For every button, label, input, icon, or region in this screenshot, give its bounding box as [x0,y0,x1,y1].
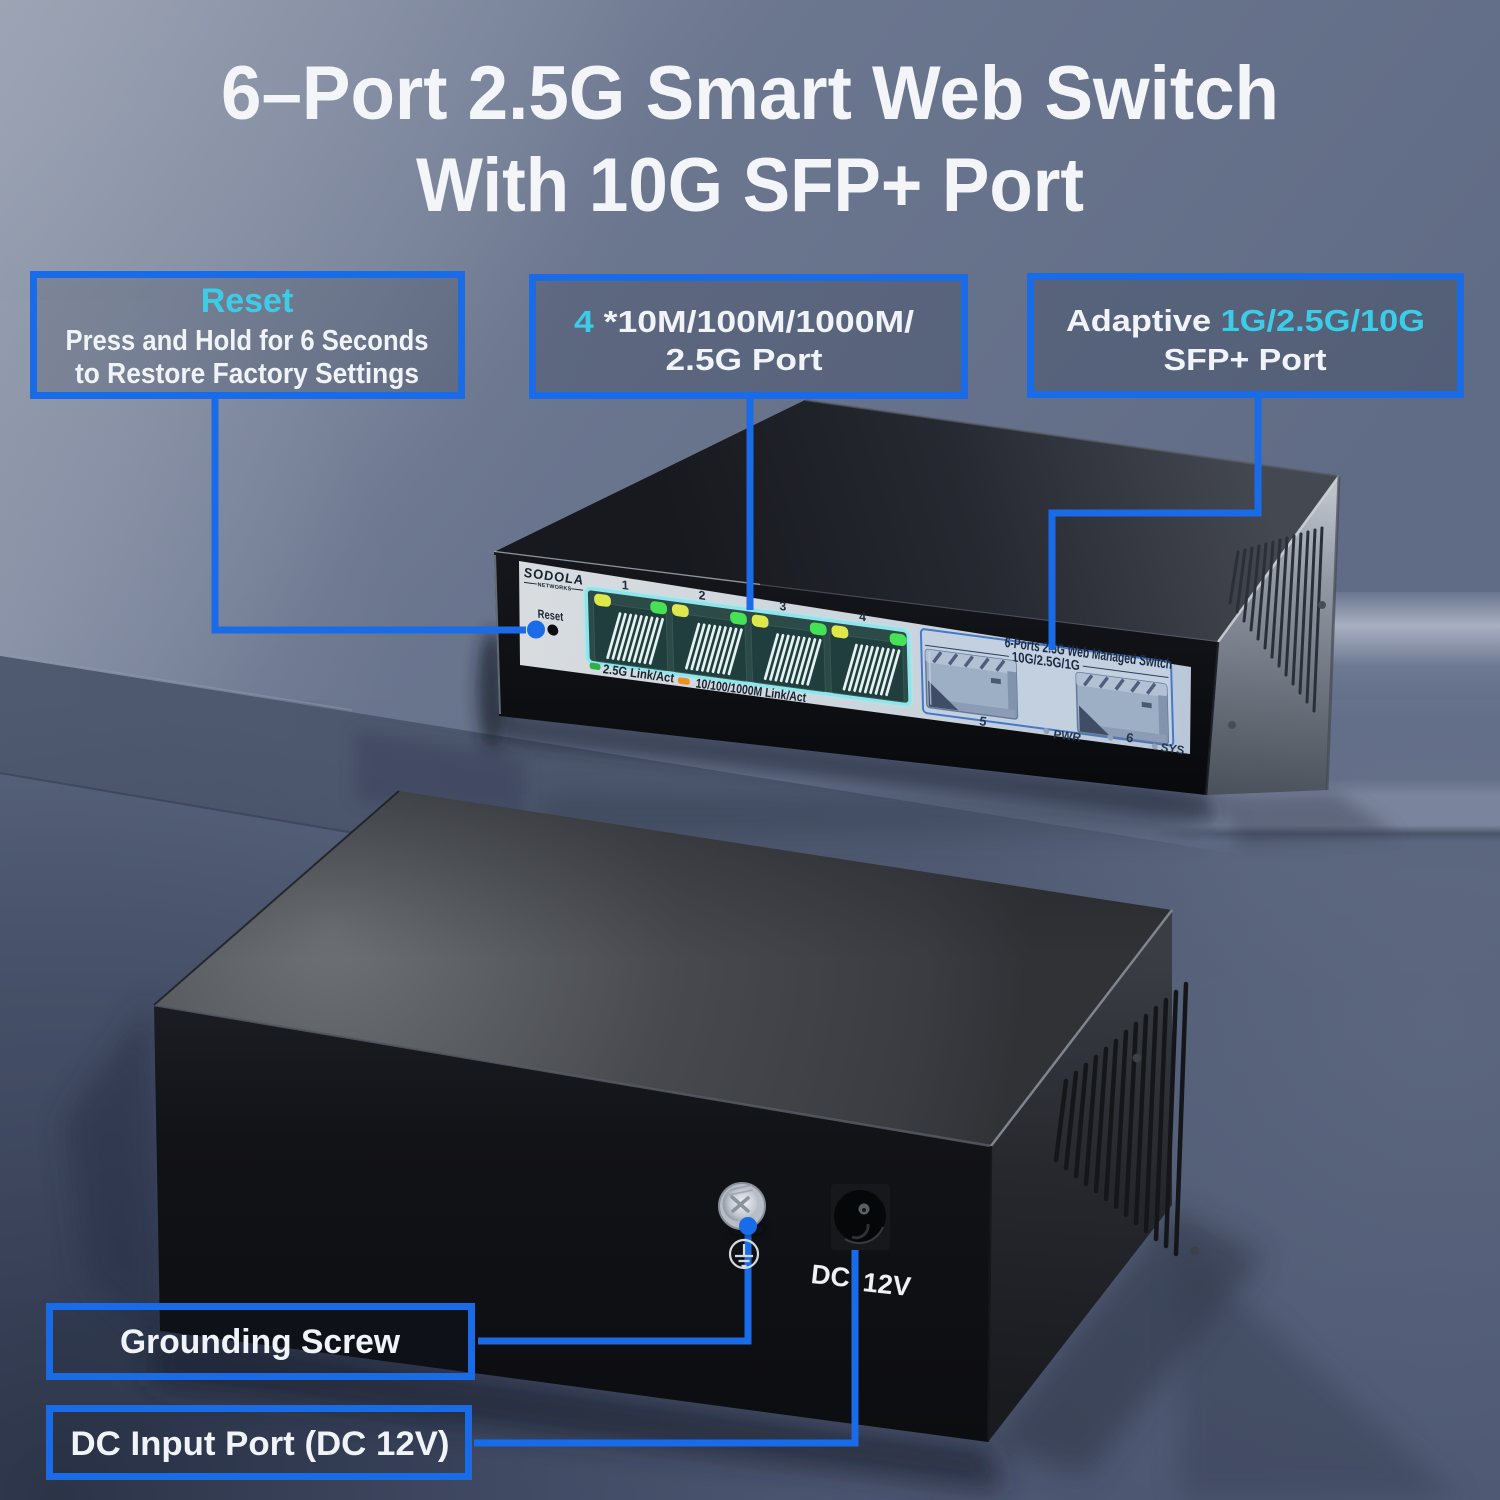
svg-text:6–Port 2.5G Smart Web Switch: 6–Port 2.5G Smart Web Switch [221,51,1279,136]
svg-text:to Restore Factory Settings: to Restore Factory Settings [75,358,419,390]
svg-text:12V: 12V [861,1267,912,1302]
svg-text:3: 3 [779,599,786,614]
svg-text:4 *10M/100M/1000M/: 4 *10M/100M/1000M/ [574,304,914,339]
svg-text:DC: DC [810,1259,852,1293]
svg-text:Press and Hold for 6 Seconds: Press and Hold for 6 Seconds [66,325,429,357]
svg-text:NETWORKS: NETWORKS [538,582,572,593]
svg-text:DC Input Port (DC 12V): DC Input Port (DC 12V) [71,1425,450,1463]
svg-text:Grounding Screw: Grounding Screw [120,1323,401,1361]
svg-text:Reset: Reset [201,282,294,320]
svg-text:2: 2 [698,588,705,603]
svg-text:4: 4 [859,609,866,624]
svg-text:SYS: SYS [1160,740,1184,757]
svg-text:With 10G SFP+ Port: With 10G SFP+ Port [416,143,1084,228]
svg-text:6: 6 [1126,730,1134,746]
svg-text:SFP+ Port: SFP+ Port [1164,342,1327,377]
svg-text:2.5G Port: 2.5G Port [666,342,823,377]
svg-text:Reset: Reset [537,607,563,624]
svg-text:1: 1 [622,578,629,593]
svg-text:PWR: PWR [1053,727,1081,745]
svg-text:Adaptive 1G/2.5G/10G: Adaptive 1G/2.5G/10G [1066,303,1425,338]
svg-text:5: 5 [979,713,987,729]
